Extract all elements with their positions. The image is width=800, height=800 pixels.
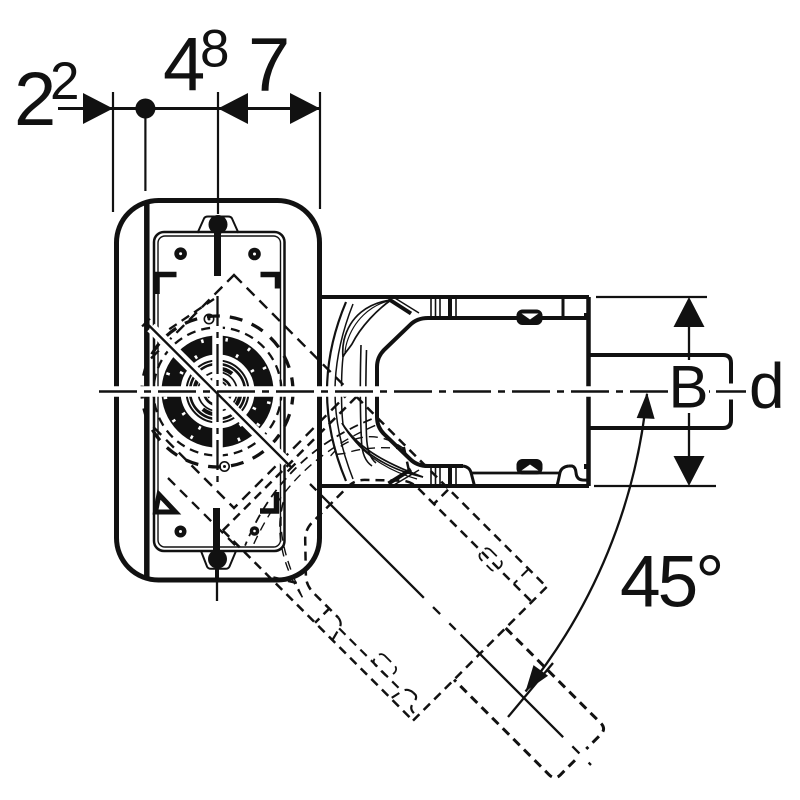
svg-text:2: 2 — [14, 57, 56, 142]
svg-text:45°: 45° — [620, 542, 721, 623]
svg-text:7: 7 — [248, 23, 290, 108]
svg-text:d: d — [749, 350, 785, 422]
svg-text:B: B — [668, 354, 708, 421]
svg-text:8: 8 — [200, 20, 229, 79]
svg-text:4: 4 — [163, 23, 205, 108]
svg-text:2: 2 — [50, 52, 79, 111]
